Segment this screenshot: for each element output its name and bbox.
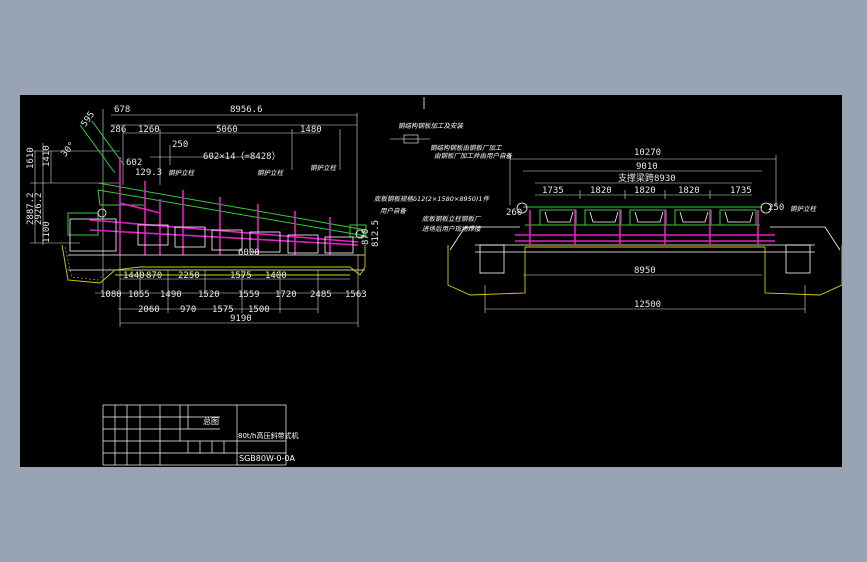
dim-1480: 1480 (300, 125, 322, 135)
dim-b2-1520: 1520 (198, 290, 220, 300)
dim-b3-1575: 1575 (212, 305, 234, 315)
note-end-plate-1: 底板钢板立柱钢板厂 (422, 215, 482, 223)
drawing-canvas: 678 8956.6 286 1260 5060 1480 595 250 60… (20, 95, 842, 467)
note-column-1: 钢护立柱 (168, 169, 196, 177)
dim-total-9190: 9190 (230, 314, 252, 324)
note-baseplate: 底板钢板规格δ12(2×1580×8950)1件 (374, 195, 490, 203)
dim-129: 129.3 (135, 168, 162, 178)
dim-1610: 1610 (26, 147, 36, 169)
dim-260: 260 (506, 208, 522, 218)
dim-250r: 250 (768, 203, 784, 213)
drawing-title: 总图 (203, 416, 219, 426)
note-top-2: 钢结构钢板由钢板厂加工 (430, 144, 503, 152)
dim-b3-2060: 2060 (138, 305, 160, 315)
title-block: 总图 80t/h高压斜带式机 SGB80W-0-0A (102, 404, 298, 466)
note-column-2: 钢护立柱 (257, 169, 285, 177)
dim-b1-1575: 1575 (230, 271, 252, 281)
dim-span-8930: 支撑梁跨8930 (618, 172, 676, 184)
dim-595: 595 (80, 110, 98, 129)
dim-10270: 10270 (634, 148, 661, 158)
dim-678: 678 (114, 105, 130, 115)
note-column-3: 钢护立柱 (310, 164, 338, 172)
dim-250: 250 (172, 140, 188, 150)
dim-b2-1080: 1080 (100, 290, 122, 300)
dim-b2-1559: 1559 (238, 290, 260, 300)
dim-30deg: 30° (60, 140, 78, 159)
dim-602: 602 (126, 158, 142, 168)
dim-2887: 2887.2 (26, 192, 36, 225)
cad-drawing: 678 8956.6 286 1260 5060 1480 595 250 60… (26, 97, 842, 466)
dim-b1-1440: 1440 (123, 271, 145, 281)
dim-2926: 2926.2 (34, 192, 44, 225)
dim-b2-1720: 1720 (275, 290, 297, 300)
note-top-1: 钢结构钢板加工及安装 (398, 122, 465, 130)
top-notes: 钢结构钢板加工及安装 钢结构钢板由钢板厂加工 由钢板厂加工并由用户自备 (390, 97, 514, 160)
note-user-supply: 用户自备 (380, 207, 408, 215)
dim-602x14: 602×14（=8428） (203, 151, 281, 162)
dim-b2-1563: 1563 (345, 290, 367, 300)
dim-1735a: 1735 (542, 186, 564, 196)
dim-1820a: 1820 (590, 186, 612, 196)
dim-6000: 6000 (238, 248, 260, 258)
dim-812: 812.5 (371, 220, 381, 247)
dim-1820c: 1820 (678, 186, 700, 196)
dim-1100: 1100 (42, 221, 52, 243)
dim-b2-1055: 1055 (128, 290, 150, 300)
dim-286: 286 (110, 125, 126, 135)
dim-12500: 12500 (634, 300, 661, 310)
dim-1410: 1410 (42, 145, 52, 167)
dim-9010: 9010 (636, 162, 658, 172)
dim-b3-1500: 1500 (248, 305, 270, 315)
dim-b3-970: 970 (180, 305, 196, 315)
drawing-spec: 80t/h高压斜带式机 (238, 431, 298, 440)
dim-1735b: 1735 (730, 186, 752, 196)
note-top-3: 由钢板厂加工并由用户自备 (434, 152, 514, 160)
dim-5060: 5060 (216, 125, 238, 135)
dim-8956: 8956.6 (230, 105, 263, 115)
dim-b1-870: 870 (146, 271, 162, 281)
dim-b1-2250: 2250 (178, 271, 200, 281)
side-elevation: 678 8956.6 286 1260 5060 1480 595 250 60… (26, 105, 490, 327)
end-elevation: 10270 9010 支撑梁跨8930 1735 1820 1820 1820 … (422, 148, 842, 313)
note-end-plate-2: 进场后用户现场焊接 (422, 225, 482, 233)
dim-b2-2485: 2485 (310, 290, 332, 300)
drawing-number: SGB80W-0-0A (239, 454, 295, 463)
dim-870r: 870 (361, 229, 371, 245)
dim-8950: 8950 (634, 266, 656, 276)
dim-1820b: 1820 (634, 186, 656, 196)
dim-b2-1490: 1490 (160, 290, 182, 300)
dim-b1-1400: 1400 (265, 271, 287, 281)
dim-1260: 1260 (138, 125, 160, 135)
note-end-column: 钢护立柱 (790, 205, 818, 213)
